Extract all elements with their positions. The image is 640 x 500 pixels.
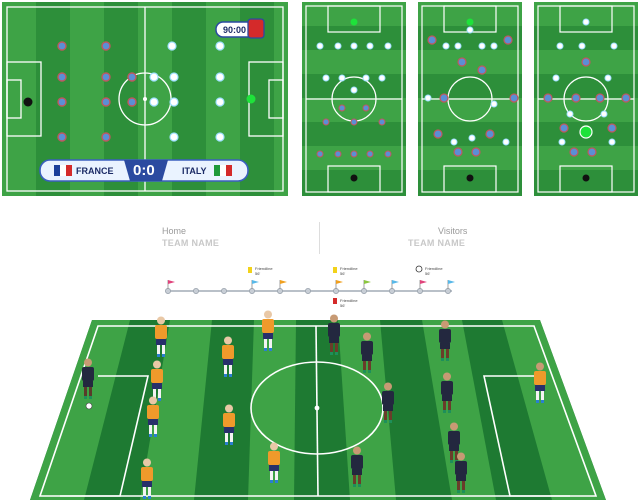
away-goalkeeper (246, 94, 256, 104)
away-goalkeeper-figure[interactable] (532, 362, 548, 404)
home-player[interactable] (266, 442, 282, 484)
team-divider (319, 222, 320, 254)
timeline-event-3-minute: 56' (340, 303, 346, 308)
away-player[interactable] (349, 446, 365, 488)
clock-text: 90:00 (223, 25, 247, 35)
home-player[interactable] (145, 396, 161, 438)
away-player[interactable] (439, 372, 455, 414)
clock-badge (215, 18, 265, 39)
home-player[interactable] (260, 310, 276, 352)
home-player[interactable] (220, 336, 236, 378)
away-player[interactable] (453, 452, 469, 494)
home-player[interactable] (153, 316, 169, 358)
timeline-event-1-minute: 56' (255, 271, 261, 276)
away-team-name: ITALY (182, 166, 207, 176)
away-player[interactable] (359, 332, 375, 374)
perspective-pitch-panel (0, 310, 640, 500)
timeline-event-4-label: Friendline (425, 266, 443, 271)
home-goalkeeper-figure[interactable] (80, 358, 96, 410)
horizontal-pitch-panel: 90:00 FRANCE 0:0 ITALY (2, 2, 288, 196)
home-player[interactable] (221, 404, 237, 446)
visitors-team-name-label: TEAM NAME (408, 238, 466, 248)
vertical-pitch-3 (534, 2, 638, 196)
timeline-event-2-minute: 56' (340, 271, 346, 276)
home-team-name-label: TEAM NAME (162, 238, 220, 248)
timeline-event-1-label: Friendline (255, 266, 273, 271)
away-player[interactable] (380, 382, 396, 424)
perspective-pitch-svg (30, 320, 606, 500)
home-players (57, 41, 137, 142)
away-player[interactable] (326, 314, 342, 356)
home-goalkeeper (23, 97, 33, 107)
horizontal-pitch-svg (2, 2, 288, 196)
away-player[interactable] (437, 320, 453, 362)
visitors-label: Visitors (438, 226, 468, 236)
vertical-pitch-2 (418, 2, 522, 196)
timeline-event-3-label: Friendline (340, 298, 358, 303)
home-player[interactable] (149, 360, 165, 402)
home-player[interactable] (139, 458, 155, 500)
vertical-pitch-1 (302, 2, 406, 196)
timeline-event-2-label: Friendline (340, 266, 358, 271)
home-label: Home (162, 226, 187, 236)
timeline-event-4-minute: 56' (425, 271, 431, 276)
score-text: 0:0 (133, 162, 155, 179)
home-team-name: FRANCE (76, 166, 114, 176)
score-bar (39, 159, 249, 182)
away-players (149, 41, 225, 142)
